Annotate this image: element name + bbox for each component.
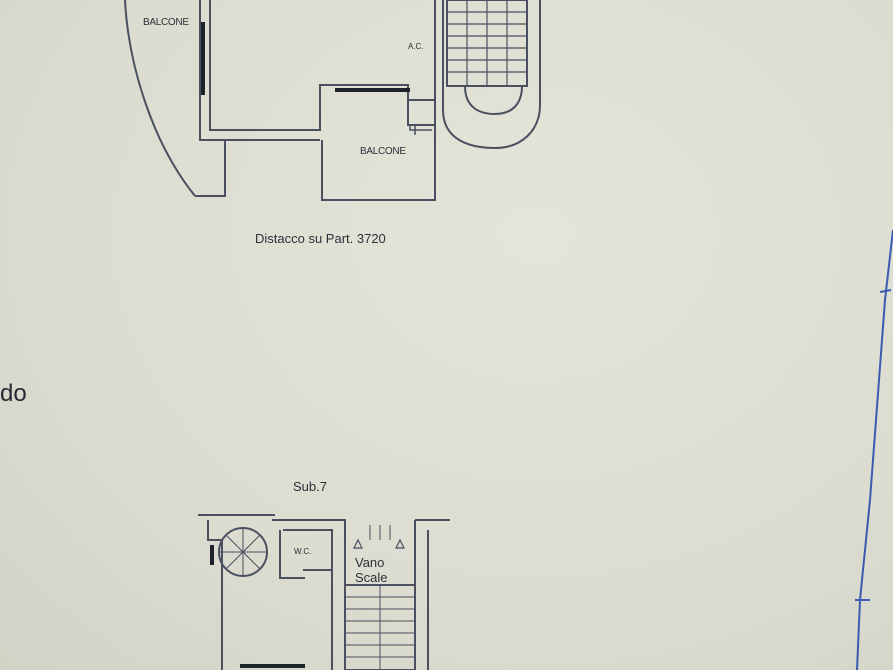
sub7-right-wall xyxy=(272,519,346,670)
wc-label: W.C. xyxy=(294,547,312,556)
balcone-lower-outline xyxy=(321,100,436,201)
upper-room-wall-outer xyxy=(199,0,320,141)
partial-word-label: do xyxy=(0,380,27,407)
vano-label: Vano xyxy=(355,555,385,570)
scale-label: Scale xyxy=(355,570,388,585)
sub7-label: Sub.7 xyxy=(293,479,327,494)
sheet-frame-edge xyxy=(856,229,893,670)
upper-room-wall xyxy=(209,0,436,131)
balcone-upper-label: BALCONE xyxy=(143,17,189,28)
ac-label: A.C. xyxy=(408,42,424,51)
sub7-left-wall xyxy=(207,520,223,670)
upper-stairs-curve xyxy=(442,0,541,150)
curved-balcony-base xyxy=(195,140,226,197)
curved-balcony-outline xyxy=(124,0,196,197)
distacco-label: Distacco su Part. 3720 xyxy=(255,231,386,246)
balcone-lower-label: BALCONE xyxy=(360,146,406,157)
